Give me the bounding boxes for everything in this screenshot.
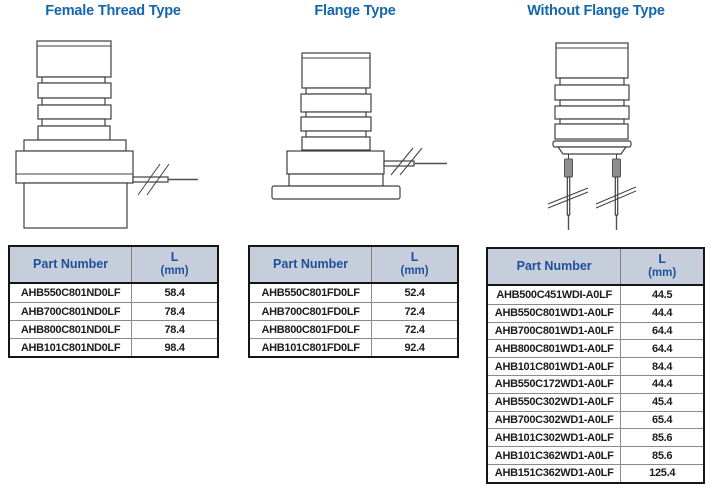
table-row: AHB550C801FD0LF 52.4: [250, 284, 457, 302]
table-row: AHB800C801FD0LF 72.4: [250, 320, 457, 338]
length-header: L (mm): [621, 249, 703, 284]
without-flange-type-title: Without Flange Type: [527, 3, 665, 19]
length-cell: 58.4: [164, 287, 185, 299]
table-row: AHB101C302WD1-A0LF 85.6: [488, 428, 703, 447]
part-number-header: Part Number: [488, 249, 622, 284]
part-number-cell: AHB550C801WD1-A0LF: [488, 304, 622, 322]
flange-diagram: [270, 28, 455, 238]
length-header-unit: (mm): [648, 267, 677, 280]
part-number-cell: AHB101C302WD1-A0LF: [488, 429, 622, 447]
table-row: AHB500C451WDI-A0LF 44.5: [488, 286, 703, 304]
table-header: Part Number L (mm): [10, 247, 217, 284]
table-row: AHB700C801ND0LF 78.4: [10, 302, 217, 320]
length-cell: 72.4: [404, 323, 425, 336]
table-row: AHB101C801WD1-A0LF 84.4: [488, 357, 703, 375]
table-row: AHB800C801WD1-A0LF 64.4: [488, 339, 703, 358]
length-cell: 78.4: [164, 323, 185, 336]
length-cell: 44.5: [652, 288, 673, 301]
table-row: AHB101C801FD0LF 92.4: [250, 338, 457, 356]
length-cell: 44.4: [652, 378, 673, 391]
part-number-cell: AHB500C451WDI-A0LF: [488, 286, 622, 304]
part-number-cell: AHB101C801ND0LF: [10, 339, 133, 356]
length-cell: 84.4: [652, 360, 673, 373]
part-number-cell: AHB550C172WD1-A0LF: [488, 375, 622, 393]
table-row: AHB700C801WD1-A0LF 64.4: [488, 321, 703, 340]
table-row: AHB151C362WD1-A0LF 125.4: [488, 463, 703, 482]
table-header: Part Number L (mm): [488, 249, 703, 286]
part-number-cell: AHB800C801WD1-A0LF: [488, 340, 622, 358]
table-row: AHB700C302WD1-A0LF 65.4: [488, 410, 703, 429]
female-thread-type-title: Female Thread Type: [45, 3, 181, 19]
length-header-symbol: L: [658, 252, 666, 267]
part-number-cell: AHB101C801FD0LF: [250, 339, 373, 356]
without-flange-transducer-drawing: [547, 42, 637, 230]
part-number-cell: AHB700C801FD0LF: [250, 303, 373, 320]
without-flange-diagram: [530, 28, 660, 238]
table-row: AHB550C801WD1-A0LF 44.4: [488, 303, 703, 322]
part-number-cell: AHB700C801WD1-A0LF: [488, 322, 622, 340]
part-number-cell: AHB550C801FD0LF: [250, 284, 373, 302]
table-row: AHB550C801ND0LF 58.4: [10, 284, 217, 302]
part-number-cell: AHB800C801ND0LF: [10, 321, 133, 338]
length-header: L (mm): [372, 247, 457, 282]
length-cell: 64.4: [652, 324, 673, 337]
table-row: AHB101C801ND0LF 98.4: [10, 338, 217, 356]
length-cell: 98.4: [164, 341, 185, 354]
length-cell: 92.4: [404, 341, 425, 354]
length-cell: 125.4: [649, 467, 676, 480]
length-cell: 65.4: [652, 413, 673, 426]
without-flange-table: Part Number L (mm) AHB500C451WDI-A0LF 44…: [486, 247, 705, 484]
part-number-cell: AHB550C801ND0LF: [10, 284, 133, 302]
part-number-header: Part Number: [10, 247, 133, 282]
table-row: AHB700C801FD0LF 72.4: [250, 302, 457, 320]
length-header: L (mm): [132, 247, 217, 282]
length-cell: 45.4: [652, 396, 673, 409]
length-cell: 52.4: [404, 287, 425, 299]
length-header-symbol: L: [170, 250, 179, 265]
length-header-symbol: L: [410, 250, 419, 265]
length-header-unit: (mm): [160, 265, 189, 278]
part-number-cell: AHB700C801ND0LF: [10, 303, 133, 320]
part-number-cell: AHB550C302WD1-A0LF: [488, 393, 622, 411]
table-row: AHB550C172WD1-A0LF 44.4: [488, 374, 703, 393]
table-row: AHB101C362WD1-A0LF 85.6: [488, 446, 703, 464]
table-row: AHB550C302WD1-A0LF 45.4: [488, 392, 703, 411]
part-number-header: Part Number: [250, 247, 373, 282]
length-cell: 85.6: [652, 431, 673, 444]
length-cell: 64.4: [652, 342, 673, 355]
female-thread-diagram: [5, 28, 230, 238]
part-number-cell: AHB700C302WD1-A0LF: [488, 411, 622, 429]
table-row: AHB800C801ND0LF 78.4: [10, 320, 217, 338]
length-cell: 72.4: [404, 305, 425, 318]
part-number-cell: AHB101C362WD1-A0LF: [488, 447, 622, 464]
length-header-unit: (mm): [400, 265, 429, 278]
female-thread-transducer-drawing: [15, 40, 198, 229]
table-header: Part Number L (mm): [250, 247, 457, 284]
flange-type-title: Flange Type: [314, 3, 396, 19]
part-number-cell: AHB151C362WD1-A0LF: [488, 464, 622, 482]
flange-transducer-drawing: [271, 52, 447, 200]
length-cell: 44.4: [652, 307, 673, 320]
flange-table: Part Number L (mm) AHB550C801FD0LF 52.4 …: [248, 245, 459, 358]
length-cell: 85.6: [652, 449, 673, 462]
length-cell: 78.4: [164, 305, 185, 318]
part-number-cell: AHB800C801FD0LF: [250, 321, 373, 338]
part-number-cell: AHB101C801WD1-A0LF: [488, 358, 622, 375]
female-thread-table: Part Number L (mm) AHB550C801ND0LF 58.4 …: [8, 245, 219, 358]
